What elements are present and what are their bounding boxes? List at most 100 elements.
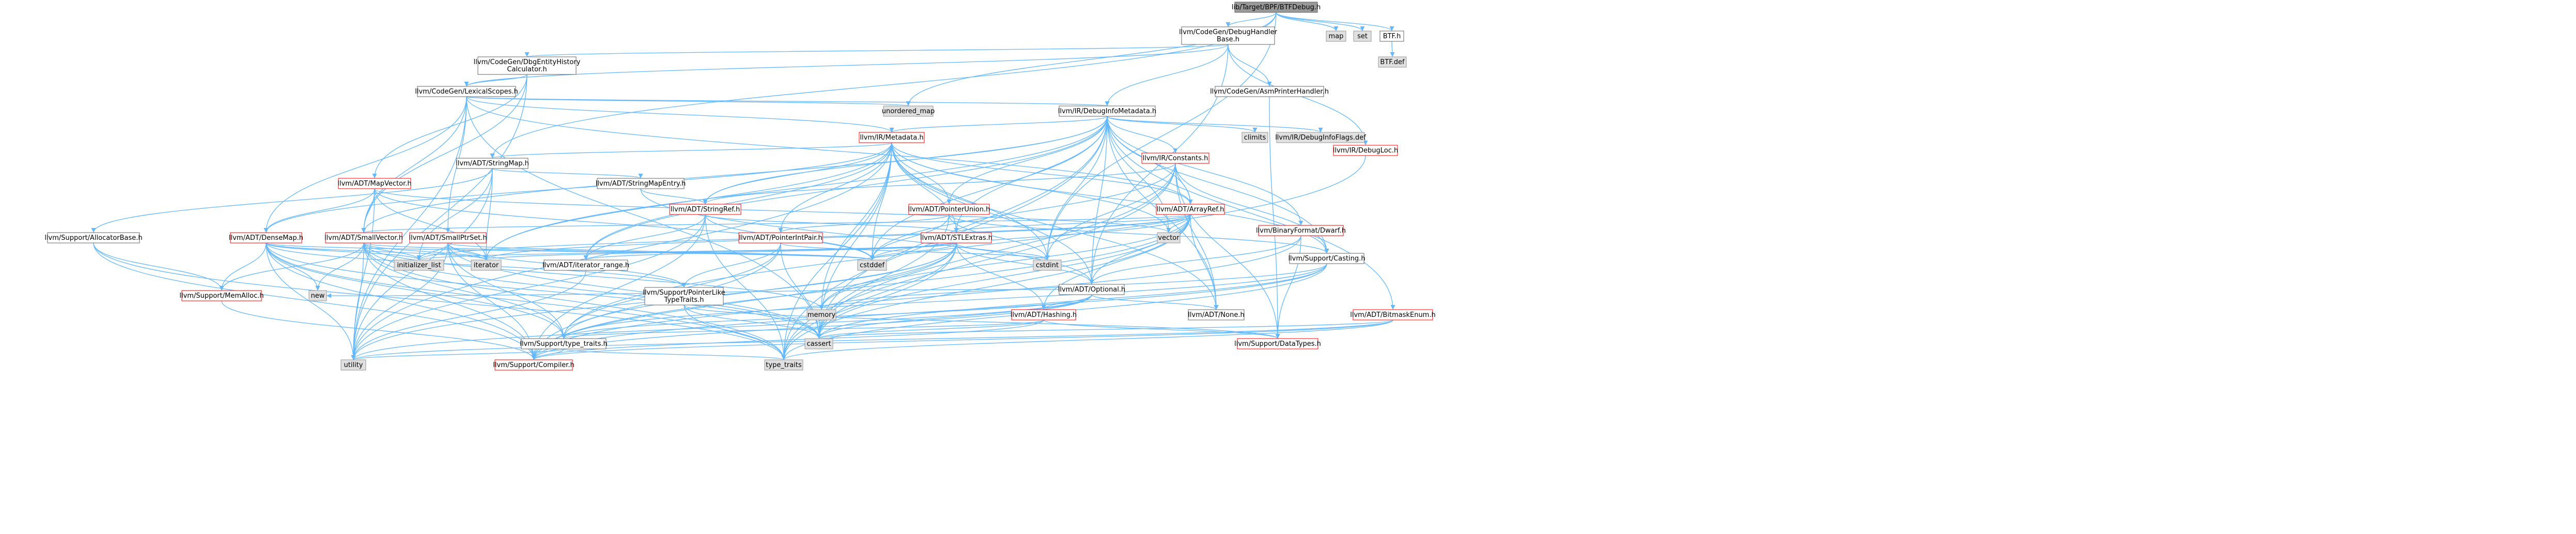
node-btfh[interactable]: BTF.h: [1379, 30, 1404, 42]
node-binfmtdwarf[interactable]: llvm/BinaryFormat/Dwarf.h: [1256, 225, 1346, 236]
node-label: llvm/ADT/PointerUnion.h: [908, 206, 990, 213]
edge-lexscopes-to-utility: [351, 96, 467, 360]
node-none[interactable]: llvm/ADT/None.h: [1188, 309, 1245, 321]
node-debugloc[interactable]: llvm/IR/DebugLoc.h: [1333, 145, 1398, 156]
edge-stringmap-to-stringmapentry: [492, 168, 643, 179]
edge-dbgent-to-lexscopes: [464, 74, 527, 87]
edge-typetraits_llvm-to-utility: [351, 348, 564, 360]
edge-casting-to-typetraits_llvm: [561, 263, 1327, 339]
node-smallvector[interactable]: llvm/ADT/SmallVector.h: [324, 232, 403, 243]
node-bitmaskenum[interactable]: llvm/ADT/BitmaskEnum.h: [1350, 309, 1436, 321]
edge-lexscopes-to-unordered_map: [466, 96, 910, 106]
edge-stlextras-to-hashing: [956, 242, 1046, 310]
edge-stlextras-to-type_traits: [781, 242, 957, 360]
node-stlextras[interactable]: llvm/ADT/STLExtras.h: [920, 232, 992, 243]
node-diflags: llvm/IR/DebugInfoFlags.def: [1275, 132, 1366, 143]
node-optional[interactable]: llvm/ADT/Optional.h: [1058, 284, 1126, 295]
node-box: [325, 232, 402, 243]
node-lexscopes[interactable]: llvm/CodeGen/LexicalScopes.h: [415, 86, 518, 97]
edge-densemap-to-memalloc: [219, 242, 267, 291]
edge-metadata-to-ptrunion: [891, 142, 952, 205]
edge-smallptrset-to-iterator: [447, 242, 489, 261]
node-densemap[interactable]: llvm/ADT/DenseMap.h: [229, 232, 303, 243]
dependency-edges: [91, 12, 1395, 360]
edge-binfmtdwarf-to-optional: [1089, 235, 1301, 285]
node-label: llvm/CodeGen/LexicalScopes.h: [415, 88, 518, 96]
node-label: llvm/ADT/StringMap.h: [456, 160, 529, 167]
node-label: llvm/CodeGen/DbgEntityHistory: [474, 58, 581, 66]
node-box: [521, 338, 607, 349]
node-casting[interactable]: llvm/Support/Casting.h: [1288, 253, 1365, 264]
node-init_list: initializer_list: [394, 260, 444, 271]
node-stringmap[interactable]: llvm/ADT/StringMap.h: [456, 158, 529, 169]
node-label: llvm/IR/DebugInfoFlags.def: [1275, 134, 1366, 142]
node-label: llvm/Support/AllocatorBase.h: [44, 234, 142, 242]
node-metadata[interactable]: llvm/IR/Metadata.h: [859, 132, 925, 143]
node-constants[interactable]: llvm/IR/Constants.h: [1141, 152, 1209, 164]
edge-hashing-to-typetraits_llvm: [561, 319, 1044, 339]
node-label: llvm/CodeGen/DebugHandler: [1179, 28, 1278, 36]
node-root[interactable]: lib/Target/BPF/BTFDebug.h: [1232, 2, 1321, 13]
node-dbgent[interactable]: llvm/CodeGen/DbgEntityHistoryCalculator.…: [474, 56, 581, 75]
edge-optional-to-utility: [351, 294, 1092, 360]
edge-constants-to-casting: [1175, 163, 1329, 254]
node-label: cstddef: [860, 262, 885, 269]
node-label: Calculator.h: [507, 66, 547, 73]
node-allocbase[interactable]: llvm/Support/AllocatorBase.h: [44, 232, 143, 243]
node-box: [921, 232, 992, 243]
edge-densemap-to-init_list: [266, 242, 422, 261]
edge-smallptrset-to-typetraits_llvm: [447, 242, 566, 339]
edge-arrayref-to-stlextras: [954, 214, 1191, 233]
node-label: memory: [808, 311, 836, 319]
node-box: [806, 309, 836, 321]
edge-ptrunion-to-cstddef: [870, 214, 950, 261]
edge-metadata-to-ptrintpair: [778, 142, 892, 233]
node-label: llvm/ADT/STLExtras.h: [920, 234, 992, 242]
edge-constants-to-cstddef: [870, 163, 1176, 261]
edge-stringref-to-iterrange: [583, 214, 706, 261]
node-stringref[interactable]: llvm/ADT/StringRef.h: [669, 204, 741, 215]
node-box: [764, 359, 803, 371]
edge-arrayref-to-hashing: [1041, 214, 1191, 310]
node-ptrintpair[interactable]: llvm/ADT/PointerIntPair.h: [738, 232, 823, 243]
node-label: llvm/ADT/Hashing.h: [1011, 311, 1077, 319]
node-hashing[interactable]: llvm/ADT/Hashing.h: [1011, 309, 1077, 321]
edge-metadata-to-stringref: [703, 142, 892, 205]
edge-constants-to-stringref: [703, 163, 1176, 205]
node-label: vector: [1158, 234, 1180, 242]
node-ptrunion[interactable]: llvm/ADT/PointerUnion.h: [908, 204, 990, 215]
node-box: [1326, 30, 1346, 42]
edge-optional-to-cassert: [816, 294, 1092, 339]
edge-constants-to-none: [1175, 163, 1219, 310]
node-datatypes[interactable]: llvm/Support/DataTypes.h: [1234, 338, 1321, 349]
node-box: [1215, 86, 1324, 97]
edge-lexscopes-to-metadata: [466, 96, 894, 133]
node-mapvector[interactable]: llvm/ADT/MapVector.h: [337, 178, 412, 189]
node-label: llvm/ADT/BitmaskEnum.h: [1350, 311, 1435, 319]
node-dinfo[interactable]: llvm/IR/DebugInfoMetadata.h: [1058, 105, 1157, 117]
node-arrayref[interactable]: llvm/ADT/ArrayRef.h: [1156, 204, 1225, 215]
node-compiler[interactable]: llvm/Support/Compiler.h: [493, 359, 575, 371]
node-label: llvm/Support/type_traits.h: [520, 340, 608, 348]
edge-stlextras-to-cstddef: [870, 242, 957, 261]
node-stringmapentry[interactable]: llvm/ADT/StringMapEntry.h: [596, 178, 686, 189]
node-label: llvm/IR/Constants.h: [1143, 155, 1208, 162]
node-typetraits_llvm[interactable]: llvm/Support/type_traits.h: [520, 338, 608, 349]
node-memalloc[interactable]: llvm/Support/MemAlloc.h: [179, 290, 264, 301]
edge-dinfo-to-bitmaskenum: [1107, 116, 1395, 310]
node-box: [1033, 260, 1062, 271]
node-box: [1237, 338, 1318, 349]
edge-smallptrset-to-cstddef: [447, 242, 875, 261]
node-label: llvm/BinaryFormat/Dwarf.h: [1256, 227, 1346, 235]
node-smallptrset[interactable]: llvm/ADT/SmallPtrSet.h: [409, 232, 487, 243]
edge-mapvector-to-cstddef: [374, 188, 875, 261]
node-iterrange[interactable]: llvm/ADT/iterator_range.h: [542, 260, 629, 271]
node-label: llvm/Support/Compiler.h: [493, 361, 574, 369]
node-asmprinter[interactable]: llvm/CodeGen/AsmPrinterHandler.h: [1210, 86, 1329, 97]
node-box: [308, 290, 327, 301]
edge-smallvector-to-new: [315, 242, 364, 291]
node-label: Base.h: [1217, 36, 1239, 43]
